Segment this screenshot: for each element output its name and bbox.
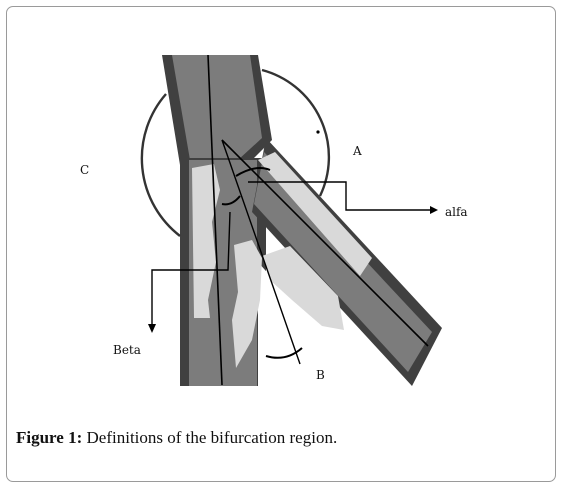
beta-ray	[221, 139, 301, 365]
beta-arrowhead	[148, 324, 156, 333]
arc-beta	[221, 195, 241, 206]
alfa-leader	[248, 181, 430, 211]
caption-label: Figure 1:	[16, 428, 83, 447]
figure-caption: Figure 1: Definitions of the bifurcation…	[16, 428, 337, 448]
label-alfa: alfa	[445, 205, 468, 219]
plaque-left	[192, 164, 220, 318]
label-a: A	[353, 144, 362, 158]
arc-b	[265, 347, 303, 359]
plaque-right-top	[258, 152, 372, 276]
label-c: C	[80, 163, 90, 177]
caption-text: Definitions of the bifurcation region.	[82, 428, 338, 447]
branch-end-notch	[372, 372, 392, 386]
figure-frame	[6, 6, 556, 482]
branch-centerline	[221, 139, 429, 347]
main-vessel-lumen	[172, 55, 262, 162]
beta-leader	[151, 211, 231, 326]
arc-a	[261, 68, 331, 197]
arc-alfa	[235, 167, 271, 177]
plaque-carina	[232, 240, 262, 368]
label-beta: Beta	[113, 343, 141, 357]
main-centerline	[207, 54, 223, 386]
label-b: B	[316, 368, 325, 382]
arc-a-tick	[316, 130, 320, 134]
arc-c	[140, 93, 181, 237]
plaque-right-mid	[262, 246, 344, 330]
alfa-arrowhead	[430, 206, 438, 214]
